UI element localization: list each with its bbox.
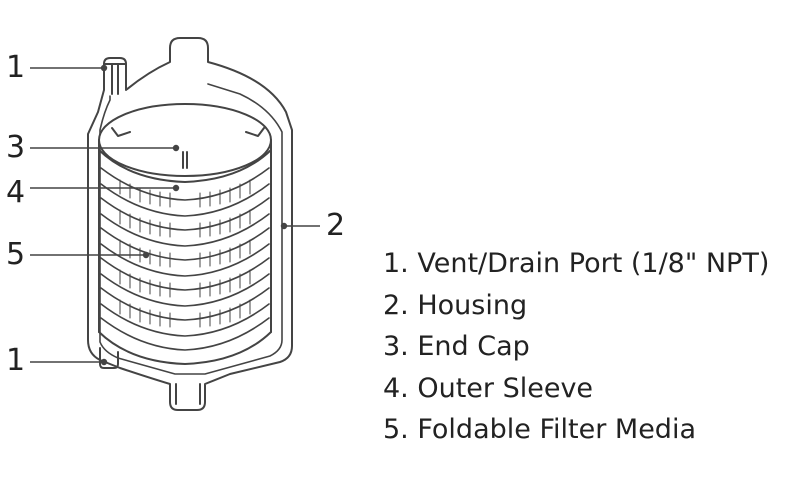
callout-1-top: 1 xyxy=(6,50,26,85)
callout-3: 3 xyxy=(6,130,26,165)
legend-item-end-cap: 3. End Cap xyxy=(383,331,530,362)
filter-bottom-rim xyxy=(98,331,272,365)
leader-dot-2 xyxy=(280,222,288,230)
leader-dot-1-top xyxy=(100,64,108,72)
housing-inner-wall xyxy=(99,83,283,375)
parts-legend: 1. Vent/Drain Port (1/8" NPT) 2. Housing… xyxy=(383,243,769,451)
end-cap-stem xyxy=(182,151,188,169)
leader-lines xyxy=(30,64,320,366)
end-cap-disk xyxy=(98,103,272,177)
legend-item-housing: 2. Housing xyxy=(383,289,528,321)
leader-dot-3 xyxy=(172,144,180,152)
leader-dot-4 xyxy=(172,184,180,192)
leader-dot-5 xyxy=(142,251,150,259)
legend-item-outer-sleeve: 4. Outer Sleeve xyxy=(383,372,594,404)
outlet-port xyxy=(175,383,201,405)
top-vent-port xyxy=(103,57,127,95)
end-cap-rim xyxy=(98,139,272,183)
end-cap-clips xyxy=(111,127,265,137)
legend-item-vent-drain-port: 1. Vent/Drain Port (1/8" NPT) xyxy=(383,248,770,279)
leader-dot-1-bottom xyxy=(100,358,108,366)
callout-2: 2 xyxy=(326,208,346,243)
callout-5: 5 xyxy=(6,237,26,272)
legend-item-filter-media: 5. Foldable Filter Media xyxy=(383,414,696,445)
bottom-vent-port xyxy=(99,347,119,369)
callout-1-bottom: 1 xyxy=(6,343,26,378)
callout-4: 4 xyxy=(6,175,26,210)
outer-sleeve-bands xyxy=(100,167,270,351)
filter-pleats xyxy=(119,179,251,328)
